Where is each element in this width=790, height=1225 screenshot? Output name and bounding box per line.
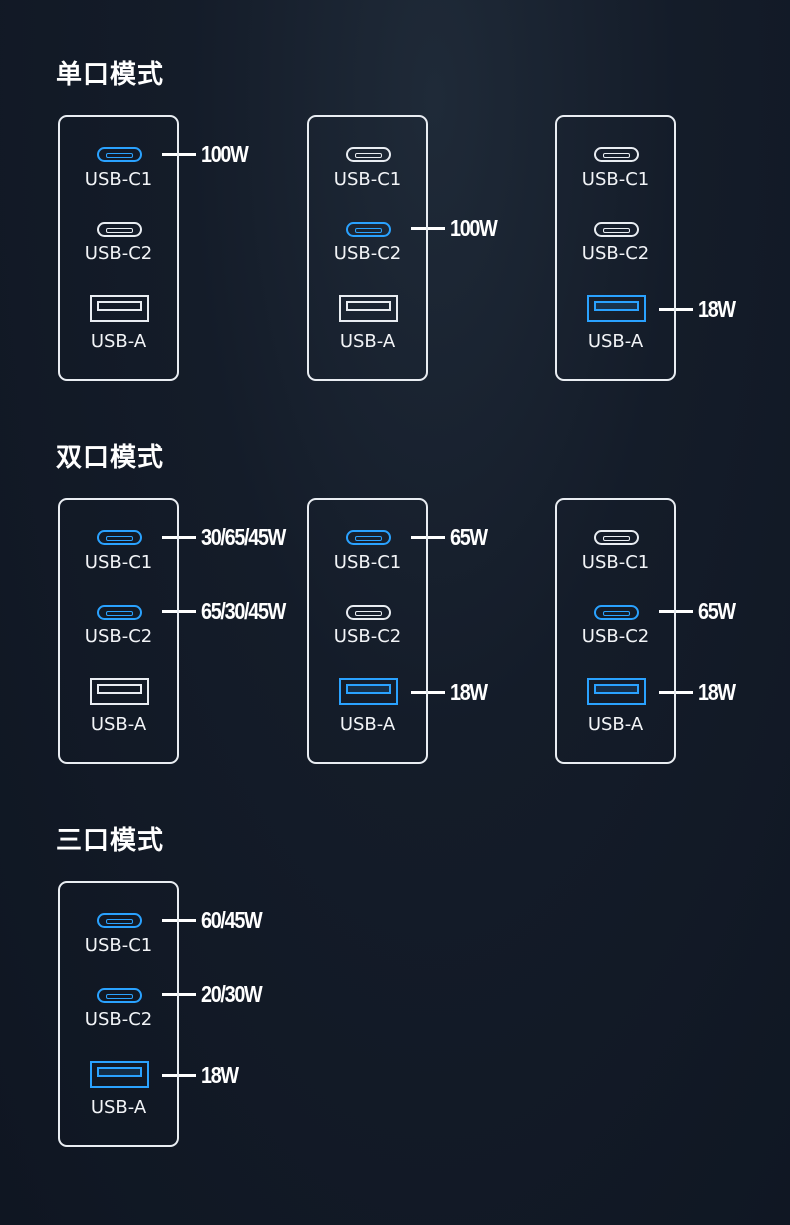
usb-c-port-icon (346, 222, 391, 237)
port-label: USB-A (339, 331, 396, 352)
power-value: 100W (450, 214, 498, 241)
usb-c-port-icon (97, 530, 142, 545)
power-callout: 18W (659, 678, 741, 705)
power-value: 60/45W (201, 906, 263, 933)
power-callout: 100W (411, 214, 504, 241)
usb-c-port-icon (594, 530, 639, 545)
port-label: USB-C1 (84, 169, 153, 190)
port-label: USB-C1 (84, 935, 153, 956)
callout-line (162, 535, 196, 539)
usb-c-port-icon (594, 605, 639, 620)
callout-line (162, 918, 196, 922)
port-label: USB-A (339, 714, 396, 735)
callout-line (411, 535, 445, 539)
port-label: USB-A (587, 331, 644, 352)
usb-c-port-icon (97, 988, 142, 1003)
power-value: 30/65/45W (201, 523, 286, 550)
port-label: USB-C2 (581, 626, 650, 647)
usb-c-port-icon (97, 147, 142, 162)
callout-line (162, 992, 196, 996)
port-label: USB-C2 (84, 243, 153, 264)
power-callout: 65W (659, 597, 741, 624)
port-label: USB-C1 (333, 552, 402, 573)
power-value: 18W (698, 678, 736, 705)
callout-line (411, 690, 445, 694)
port-label: USB-C2 (84, 626, 153, 647)
callout-line (162, 609, 196, 613)
power-callout: 60/45W (162, 906, 271, 933)
port-label: USB-A (90, 331, 147, 352)
power-value: 18W (450, 678, 488, 705)
usb-c-port-icon (346, 530, 391, 545)
usb-c-port-icon (594, 222, 639, 237)
section-title-triple-port: 三口模式 (56, 826, 165, 856)
section-title-dual-port: 双口模式 (56, 443, 165, 473)
callout-line (659, 307, 693, 311)
section-title-single-port: 单口模式 (56, 60, 165, 90)
power-value: 65W (698, 597, 736, 624)
usb-a-port-icon (339, 678, 398, 705)
power-callout: 18W (162, 1061, 244, 1088)
port-label: USB-A (587, 714, 644, 735)
usb-c-port-icon (97, 605, 142, 620)
callout-line (162, 1073, 196, 1077)
usb-a-port-icon (90, 678, 149, 705)
usb-c-port-icon (97, 913, 142, 928)
port-label: USB-C2 (333, 626, 402, 647)
port-label: USB-C2 (333, 243, 402, 264)
port-label: USB-C2 (84, 1009, 153, 1030)
port-label: USB-C1 (581, 552, 650, 573)
power-value: 65W (450, 523, 488, 550)
power-callout: 30/65/45W (162, 523, 299, 550)
power-callout: 18W (411, 678, 493, 705)
callout-line (162, 152, 196, 156)
power-value: 65/30/45W (201, 597, 286, 624)
usb-a-port-icon (90, 1061, 149, 1088)
port-label: USB-C2 (581, 243, 650, 264)
usb-a-port-icon (90, 295, 149, 322)
callout-line (411, 226, 445, 230)
port-label: USB-C1 (84, 552, 153, 573)
callout-line (659, 609, 693, 613)
power-value: 100W (201, 140, 249, 167)
power-value: 18W (698, 295, 736, 322)
power-value: 18W (201, 1061, 239, 1088)
power-callout: 65W (411, 523, 493, 550)
usb-c-port-icon (594, 147, 639, 162)
callout-line (659, 690, 693, 694)
power-callout: 100W (162, 140, 255, 167)
power-callout: 65/30/45W (162, 597, 299, 624)
port-label: USB-C1 (581, 169, 650, 190)
usb-a-port-icon (339, 295, 398, 322)
port-label: USB-A (90, 1097, 147, 1118)
power-value: 20/30W (201, 980, 263, 1007)
power-callout: 18W (659, 295, 741, 322)
usb-c-port-icon (346, 605, 391, 620)
usb-c-port-icon (346, 147, 391, 162)
usb-a-port-icon (587, 678, 646, 705)
port-label: USB-A (90, 714, 147, 735)
port-label: USB-C1 (333, 169, 402, 190)
usb-c-port-icon (97, 222, 142, 237)
usb-a-port-icon (587, 295, 646, 322)
power-callout: 20/30W (162, 980, 271, 1007)
